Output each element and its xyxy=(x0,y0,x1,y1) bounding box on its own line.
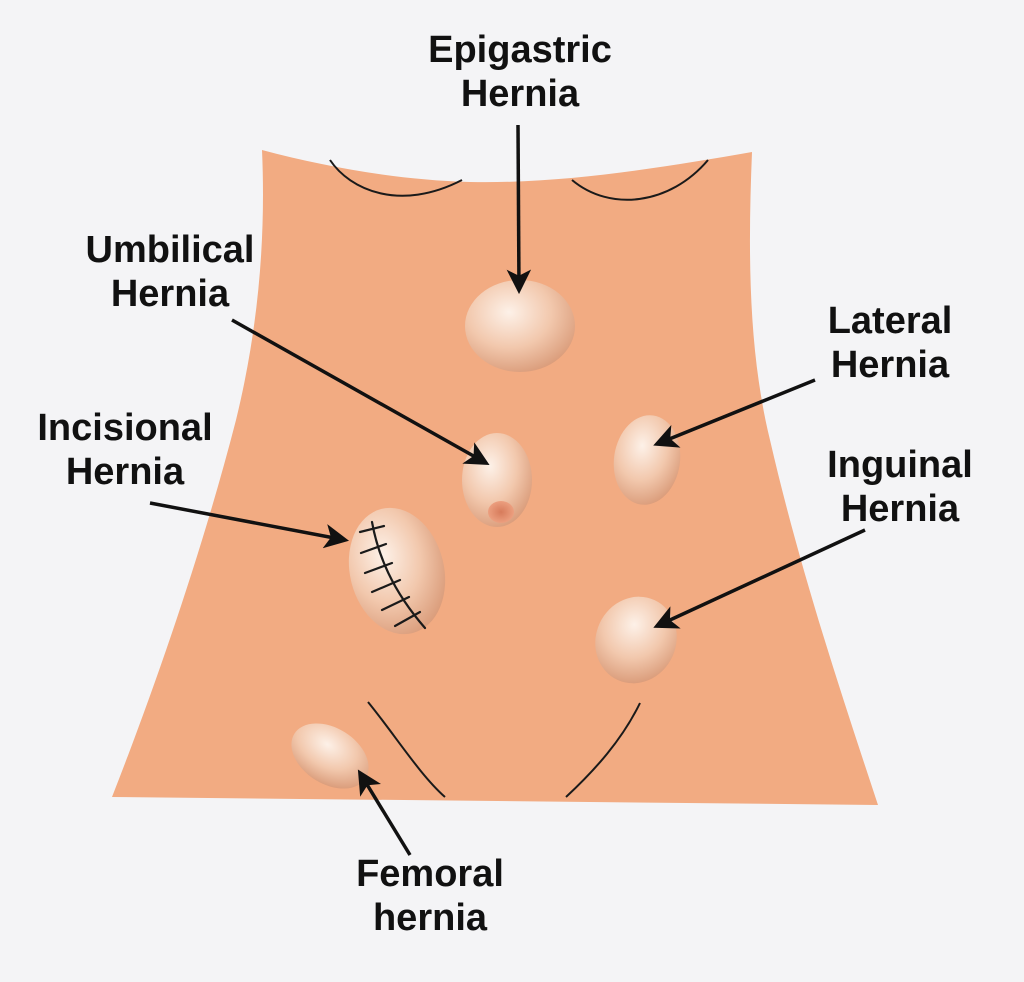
label-inguinal-hernia: Inguinal Hernia xyxy=(795,443,1005,531)
groin-curve-right xyxy=(565,702,641,798)
chest-curve-left xyxy=(329,159,463,197)
label-lateral-line2: Hernia xyxy=(830,344,950,386)
umbilicus-icon xyxy=(488,501,514,523)
groin-curve-left xyxy=(367,701,446,798)
incisional-arrow-icon xyxy=(149,501,350,549)
label-femoral-hernia: Femoral hernia xyxy=(320,852,540,940)
label-incisional-line1: Incisional xyxy=(37,407,213,449)
label-lateral-hernia: Lateral Hernia xyxy=(790,299,990,387)
epigastric-bulge-icon xyxy=(465,280,575,372)
label-lateral-line1: Lateral xyxy=(827,300,953,342)
label-femoral-line2: hernia xyxy=(372,897,488,939)
femoral-arrow-icon xyxy=(357,769,412,856)
label-epigastric-hernia: Epigastric Hernia xyxy=(395,28,645,116)
femoral-bulge-icon xyxy=(291,723,369,789)
inguinal-arrow-icon xyxy=(653,528,866,629)
label-femoral-line1: Femoral xyxy=(356,853,504,895)
label-umbilical-line2: Hernia xyxy=(110,273,230,315)
lateral-arrow-icon xyxy=(653,378,816,448)
label-inguinal-line1: Inguinal xyxy=(827,444,973,486)
surgical-stitches-icon xyxy=(358,520,427,630)
label-umbilical-hernia: Umbilical Hernia xyxy=(50,228,290,316)
label-epigastric-line1: Epigastric xyxy=(428,29,612,71)
incisional-bulge-icon xyxy=(348,507,446,635)
umbilical-arrow-icon xyxy=(231,318,490,466)
label-umbilical-line1: Umbilical xyxy=(85,229,255,271)
chest-curve-right xyxy=(571,159,709,201)
epigastric-arrow-icon xyxy=(506,124,532,295)
label-inguinal-line2: Hernia xyxy=(840,488,960,530)
label-epigastric-line2: Hernia xyxy=(460,73,580,115)
label-incisional-hernia: Incisional Hernia xyxy=(10,406,240,494)
label-incisional-line2: Hernia xyxy=(65,451,185,493)
